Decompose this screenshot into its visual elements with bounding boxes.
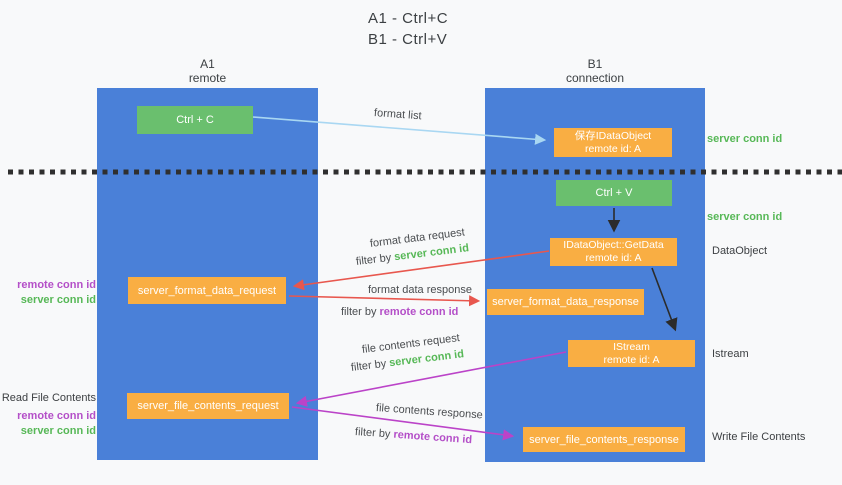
filter-remote-conn-id-4: remote conn id: [393, 428, 473, 447]
format-data-response-label: format data response: [368, 284, 472, 296]
file-contents-response-filter-label: filter by remote conn id: [355, 426, 473, 446]
ctrl-v-node: Ctrl + V: [556, 180, 672, 206]
istream-line2: remote id: A: [603, 353, 660, 366]
title-line-1: A1 - Ctrl+C: [368, 10, 449, 27]
getdata-node: IDataObject::GetData remote id: A: [550, 238, 677, 266]
read-file-contents-label: Read File Contents: [1, 392, 96, 404]
lane-a1-name: A1: [200, 57, 215, 71]
filter-by-text-1: filter by: [355, 251, 392, 268]
istream-node: IStream remote id: A: [568, 340, 695, 367]
istream-line1: IStream: [613, 340, 650, 353]
server-format-data-response-label: server_format_data_response: [492, 296, 639, 308]
server-file-contents-response-node: server_file_contents_response: [523, 427, 685, 452]
dataobject-label: DataObject: [712, 245, 768, 257]
filter-by-text-3: filter by: [350, 357, 387, 374]
write-file-contents-label: Write File Contents: [712, 431, 806, 443]
istream-side-label: Istream: [712, 348, 749, 360]
save-dataobject-line1: 保存IDataObject: [574, 129, 652, 142]
save-dataobject-line2: remote id: A: [584, 142, 642, 155]
ctrl-c-node: Ctrl + C: [137, 106, 253, 134]
server-format-data-response-node: server_format_data_response: [487, 289, 644, 315]
lane-b1-subtitle: connection: [565, 71, 625, 85]
diagram-title: A1 - Ctrl+C B1 - Ctrl+V: [368, 8, 448, 50]
format-data-response-filter-label: filter by remote conn id: [341, 306, 458, 318]
server-file-contents-request-node: server_file_contents_request: [127, 393, 289, 419]
lane-a1-subtitle: remote: [188, 71, 227, 85]
server-conn-id-top-label: server conn id: [707, 133, 783, 145]
filter-by-text-4: filter by: [354, 426, 391, 441]
server-conn-id-mid-label: server conn id: [707, 211, 783, 223]
remote-conn-id-label-2: remote conn id: [17, 410, 96, 422]
getdata-line1: IDataObject::GetData: [563, 239, 664, 251]
server-format-data-request-label: server_format_data_request: [137, 284, 277, 297]
getdata-line2: remote id: A: [585, 252, 642, 264]
server-file-contents-response-label: server_file_contents_response: [529, 433, 679, 446]
left-conn-id-group-1: remote conn id server conn id: [0, 278, 96, 308]
file-contents-response-label: file contents response: [375, 402, 484, 422]
ctrl-c-label: Ctrl + C: [176, 114, 214, 126]
filter-by-text-2: filter by: [341, 306, 377, 318]
server-conn-id-label-1: server conn id: [20, 294, 96, 306]
remote-conn-id-label-1: remote conn id: [17, 279, 96, 291]
format-list-label: format list: [373, 107, 422, 123]
lane-b1-name: B1: [587, 57, 603, 71]
title-line-2: B1 - Ctrl+V: [368, 31, 448, 48]
server-conn-id-label-2: server conn id: [20, 425, 96, 437]
server-file-contents-request-label: server_file_contents_request: [137, 400, 279, 412]
left-conn-id-group-2: remote conn id server conn id: [0, 409, 96, 439]
filter-remote-conn-id-2: remote conn id: [379, 306, 459, 318]
save-dataobject-node: 保存IDataObject remote id: A: [554, 128, 672, 157]
server-format-data-request-node: server_format_data_request: [128, 277, 286, 304]
lane-header-a1: A1 remote: [97, 57, 318, 85]
lane-header-b1: B1 connection: [485, 57, 705, 85]
ctrl-v-label: Ctrl + V: [595, 187, 633, 199]
